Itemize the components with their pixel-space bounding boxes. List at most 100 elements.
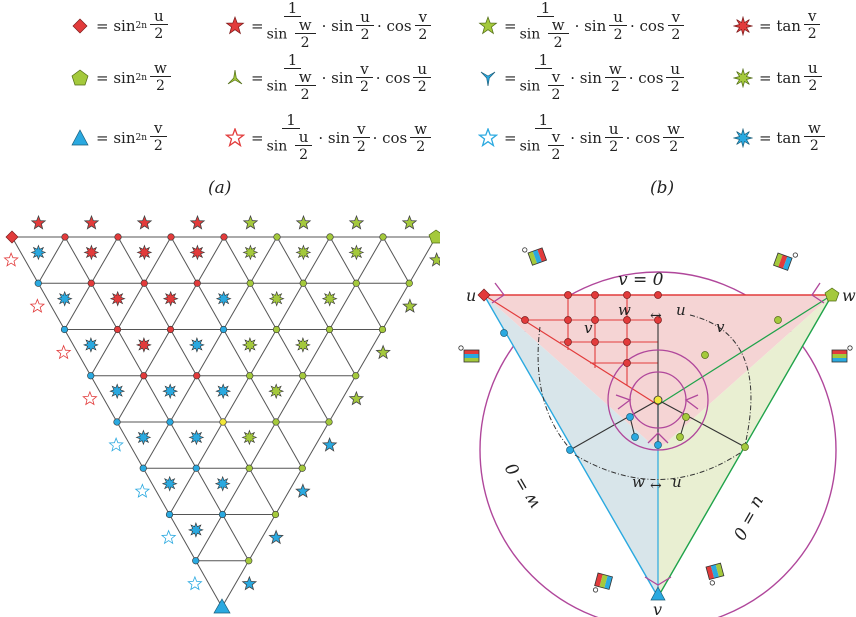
- lattice-edge: [275, 375, 304, 423]
- lattice-edge: [142, 421, 171, 469]
- lattice-burst: [136, 244, 153, 261]
- func: sin: [113, 16, 136, 35]
- top-edge-star: [30, 214, 47, 230]
- lattice-node: [140, 279, 148, 287]
- edge-label-u: u: [676, 301, 686, 319]
- red-outline-star-icon: [225, 128, 245, 148]
- lattice-edge: [143, 236, 172, 284]
- middle-circle: [607, 349, 709, 451]
- lattice-node: [325, 418, 333, 426]
- lattice-edge: [355, 329, 383, 377]
- lattice-burst: [83, 244, 100, 261]
- lattice-edge: [117, 329, 145, 376]
- lattice-edge: [221, 560, 250, 608]
- lattice-burst: [215, 383, 232, 400]
- lattice-node: [219, 325, 228, 334]
- lattice-edge: [302, 375, 330, 423]
- lattice-burst: [348, 244, 365, 261]
- vertex-u-diamond: [477, 288, 491, 302]
- lattice-edge: [143, 283, 171, 330]
- lattice-node: [114, 233, 122, 241]
- lattice-node: [271, 510, 280, 519]
- inner-green-line: [657, 294, 833, 406]
- left-edge-star: [187, 575, 203, 591]
- lattice-burst: [188, 522, 204, 538]
- left-edge-star: [82, 390, 98, 406]
- lattice-edge: [196, 283, 224, 330]
- lattice-node: [140, 372, 148, 380]
- blue-burst-icon: [733, 127, 753, 148]
- label-u-eq-0: w = 0: [502, 459, 545, 513]
- lattice-node: [272, 325, 281, 334]
- lattice-edge: [222, 467, 250, 515]
- lattice-edge: [196, 329, 224, 377]
- lattice-edge: [11, 236, 39, 284]
- lattice-edge: [170, 282, 198, 330]
- lattice-node: [167, 233, 175, 241]
- left-edge-star: [3, 251, 19, 267]
- lattice-edge: [223, 329, 251, 376]
- edge-label-v-left: v: [584, 319, 593, 337]
- lattice-node: [34, 279, 42, 287]
- lattice-node: [165, 510, 174, 519]
- edge-label-v-right: v: [716, 318, 725, 336]
- lattice-burst: [109, 290, 126, 307]
- lattice-edge: [143, 375, 171, 423]
- lattice-edge: [249, 329, 277, 377]
- lattice-edge: [329, 282, 357, 330]
- flag-icon-bottom-left: [592, 572, 613, 593]
- lattice-edge: [275, 421, 303, 469]
- lattice-burst: [162, 290, 179, 307]
- lattice-node: [299, 372, 307, 380]
- circle-arrows: [491, 282, 825, 586]
- lattice-node: [61, 233, 69, 241]
- exponent: 2n: [135, 20, 148, 31]
- lattice-node: [246, 372, 254, 380]
- flag-icon-bottom-right: [705, 562, 725, 586]
- lattice-node: [273, 233, 281, 241]
- double-arrow-top: ↔: [650, 308, 662, 324]
- lattice-node: [352, 279, 360, 287]
- blue-outline-star-icon: [478, 128, 498, 148]
- lattice-edge: [117, 236, 145, 284]
- lattice-burst: [56, 290, 73, 307]
- lattice-burst: [188, 429, 205, 446]
- right-edge-star: [321, 436, 338, 452]
- lattice-node: [378, 325, 387, 334]
- lattice-node: [139, 464, 147, 472]
- lattice-edge: [276, 329, 304, 376]
- lattice-edge: [169, 467, 197, 515]
- lattice-corner-diamond: [5, 230, 19, 244]
- flag-icon-top-left: [522, 247, 548, 266]
- lattice-burst: [135, 429, 152, 446]
- lattice-edge: [249, 375, 277, 423]
- label-w-eq-0: u = 0: [728, 493, 769, 544]
- vertex-v-triangle: [650, 586, 666, 601]
- left-edge-star: [160, 529, 177, 545]
- lattice-node: [113, 418, 121, 426]
- double-arrow-bottom: ↔: [650, 478, 662, 494]
- lattice-edge: [195, 514, 223, 562]
- blue-triangle-icon: [71, 128, 89, 145]
- blue-tristar-icon: [480, 71, 496, 87]
- center-node: [653, 395, 663, 405]
- lattice-edge: [249, 236, 278, 284]
- lattice-edge: [355, 283, 383, 330]
- lattice-burst: [189, 337, 205, 353]
- right-edge-star: [268, 529, 284, 545]
- lattice-edge: [382, 282, 410, 330]
- lattice-node: [166, 325, 175, 334]
- green-pentagon-icon: [71, 69, 89, 85]
- flag-icon-left: [458, 345, 480, 363]
- left-edge-star: [29, 298, 46, 313]
- red-diamond-icon: [72, 18, 88, 33]
- lattice-edge: [90, 283, 118, 330]
